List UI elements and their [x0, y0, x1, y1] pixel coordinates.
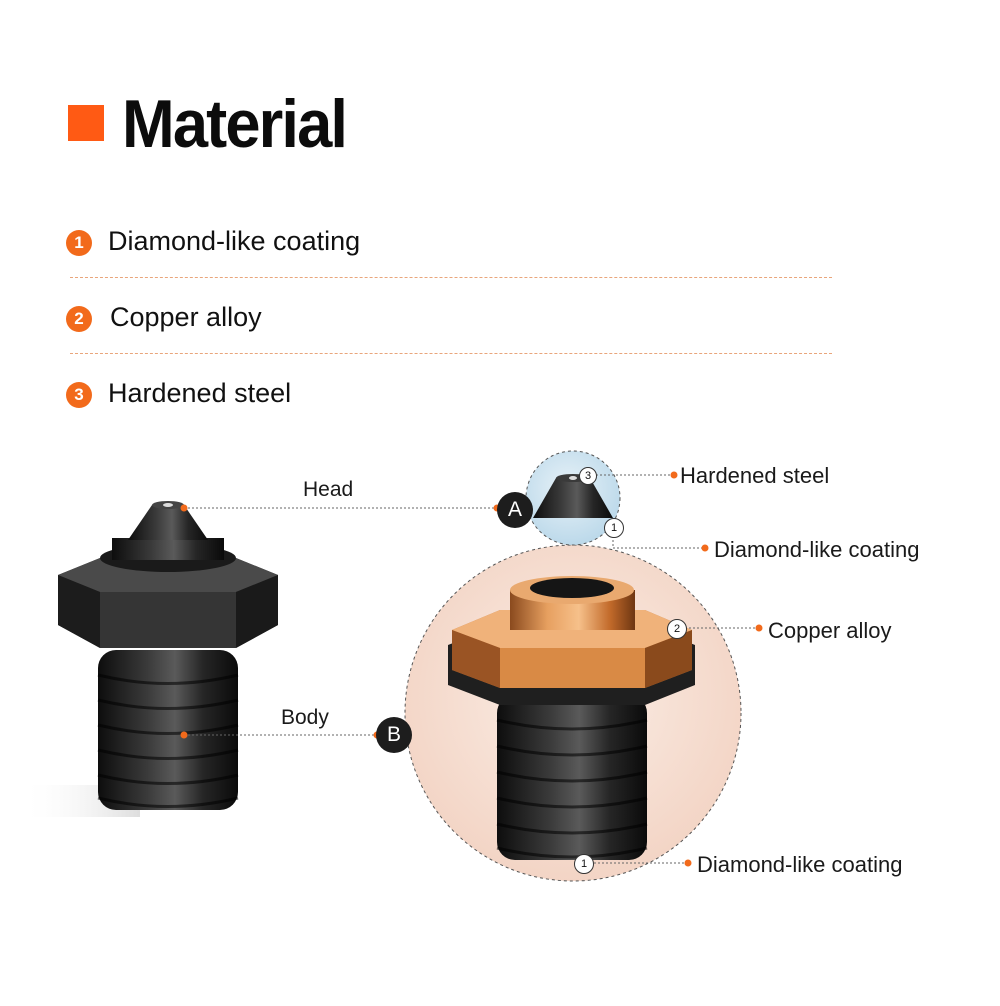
callout-head-diamond-coating: Diamond-like coating [714, 537, 920, 562]
right-nozzle [448, 576, 695, 860]
material-label: Copper alloy [110, 302, 262, 332]
body-alloy-number-marker: 2 [667, 619, 687, 639]
nozzle-illustration [20, 450, 763, 882]
nozzle-diagram: Head Body A B 3 1 2 1 Hardened steel Dia… [0, 430, 1000, 1006]
head-steel-number-marker: 3 [579, 467, 597, 485]
callout-copper-alloy: Copper alloy [768, 618, 892, 643]
body-label: Body [281, 706, 329, 729]
number-badge: 1 [66, 230, 92, 256]
head-coating-number-marker: 1 [604, 518, 624, 538]
marker-a: A [497, 492, 533, 528]
marker-b: B [376, 717, 412, 753]
material-label: Hardened steel [108, 378, 292, 408]
callout-body-diamond-coating: Diamond-like coating [697, 852, 903, 877]
dashed-divider [70, 277, 832, 278]
dashed-divider [70, 353, 832, 354]
head-label: Head [303, 478, 354, 501]
leader-dots [180, 471, 763, 867]
material-label: Diamond-like coating [108, 226, 361, 256]
left-nozzle [20, 501, 278, 817]
number-badge: 3 [66, 382, 92, 408]
callout-hardened-steel: Hardened steel [680, 463, 830, 488]
leader-lines [184, 474, 757, 864]
number-badge: 2 [66, 306, 92, 332]
page-title: Material [122, 86, 348, 162]
title-accent-square [68, 105, 104, 141]
body-coating-number-marker: 1 [574, 854, 594, 874]
